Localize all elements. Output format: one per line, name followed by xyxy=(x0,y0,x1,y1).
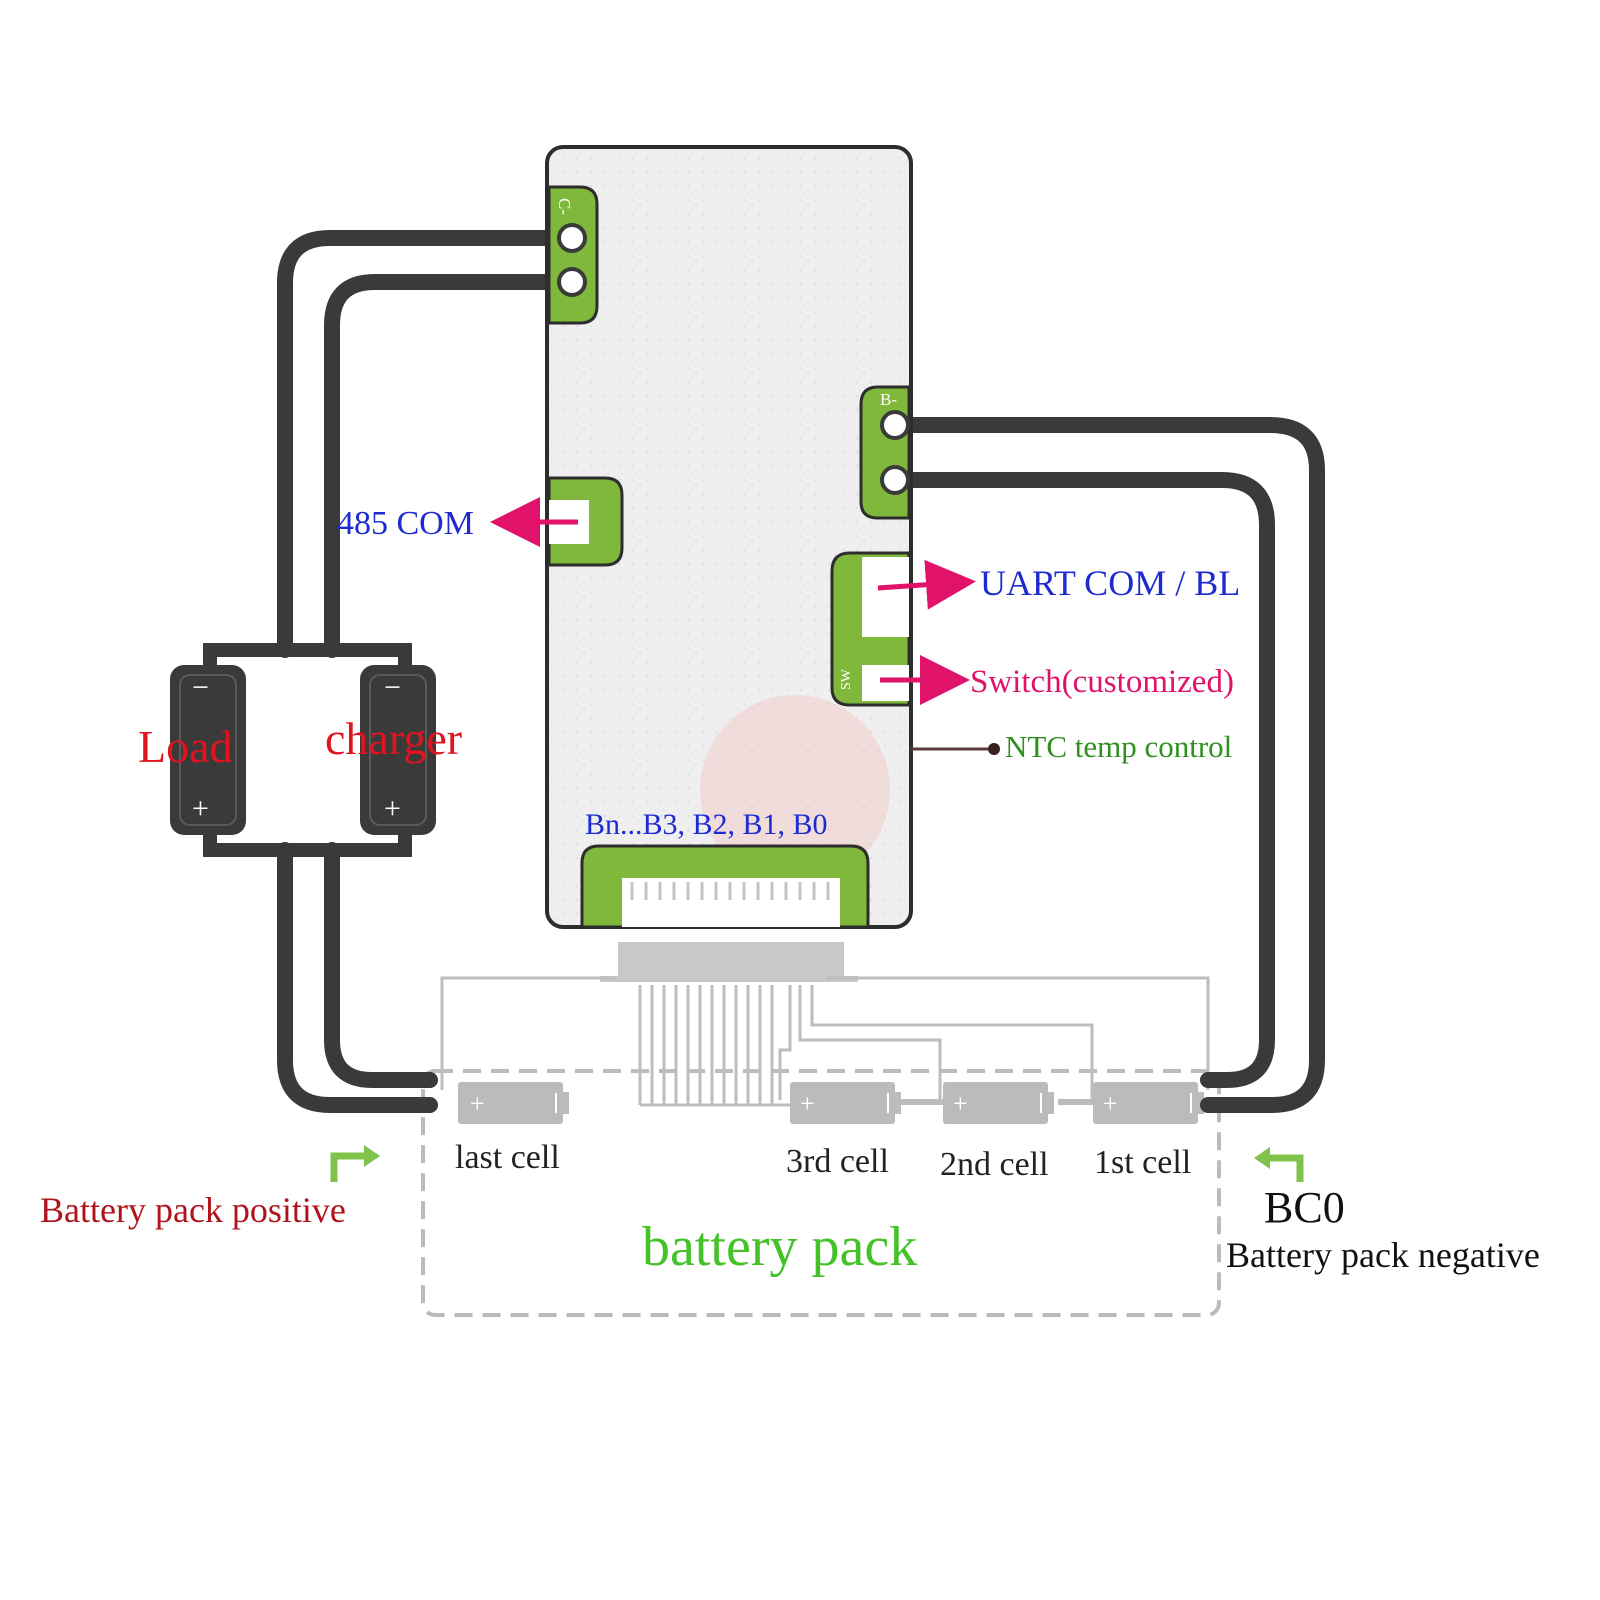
ntc-label: NTC temp control xyxy=(1005,729,1232,764)
wire-b-minus-inner xyxy=(887,472,1275,1088)
load-minus-symbol: − xyxy=(192,671,209,704)
balance-pad xyxy=(580,844,870,929)
uart-arrow xyxy=(877,559,976,610)
wire-b-minus-outer xyxy=(887,417,1325,1113)
com485-label: 485 COM xyxy=(337,505,474,542)
wire-positive-inner xyxy=(324,842,438,1088)
charger-battery: − + xyxy=(360,665,436,835)
svg-text:+: + xyxy=(1103,1089,1118,1118)
negative-bent-arrow xyxy=(1268,1154,1304,1182)
load-plus-symbol: + xyxy=(192,792,209,825)
cell-first-label: 1st cell xyxy=(1094,1144,1191,1181)
charger-label: charger xyxy=(325,713,462,764)
cell-third-label: 3rd cell xyxy=(786,1143,889,1180)
cell-second-label: 2nd cell xyxy=(940,1146,1049,1183)
balance-label: Bn...B3, B2, B1, B0 xyxy=(585,808,828,841)
wire-c-minus-outer xyxy=(277,230,580,658)
charger-plus-symbol: + xyxy=(384,792,401,825)
negative-bent-arrowhead xyxy=(1254,1147,1270,1169)
battery-pack-outline xyxy=(421,1069,1221,1317)
charger-minus-symbol: − xyxy=(384,671,401,704)
c-minus-pad: C- xyxy=(547,185,599,325)
svg-text:+: + xyxy=(470,1089,485,1118)
balance-plug xyxy=(618,942,844,980)
c-minus-label: C- xyxy=(555,198,574,215)
load-battery: − + xyxy=(170,665,246,835)
b-minus-pad: B- xyxy=(859,385,911,520)
pack-positive-label: Battery pack positive xyxy=(40,1190,346,1230)
cell-third: + xyxy=(790,1082,901,1124)
battery-pack-label: battery pack xyxy=(642,1216,917,1278)
balance-wires xyxy=(440,976,1210,1107)
svg-text:+: + xyxy=(800,1089,815,1118)
cell-last-label: last cell xyxy=(455,1139,560,1176)
pack-negative-label: Battery pack negative xyxy=(1226,1235,1540,1275)
bc0-label: BC0 xyxy=(1264,1183,1345,1232)
b-minus-label: B- xyxy=(880,390,897,409)
watermark xyxy=(700,695,890,885)
sw-label: SW xyxy=(839,668,854,690)
uart-label: UART COM / BL xyxy=(980,563,1240,603)
wire-positive-outer xyxy=(277,842,438,1113)
uart-switch-pad: SW xyxy=(830,551,911,707)
cell-first: + xyxy=(1093,1082,1204,1124)
positive-bent-arrowhead xyxy=(364,1145,380,1167)
cell-last: + xyxy=(458,1082,569,1124)
balance-plug-base xyxy=(600,976,858,982)
svg-text:+: + xyxy=(953,1089,968,1118)
power-wires xyxy=(277,230,1325,1113)
ntc-probe xyxy=(988,743,1000,755)
switch-label: Switch(customized) xyxy=(970,664,1234,700)
wire-c-minus-inner xyxy=(324,274,580,658)
cell-second: + xyxy=(943,1082,1054,1124)
positive-bent-arrow xyxy=(330,1152,366,1182)
load-label: Load xyxy=(138,721,233,772)
